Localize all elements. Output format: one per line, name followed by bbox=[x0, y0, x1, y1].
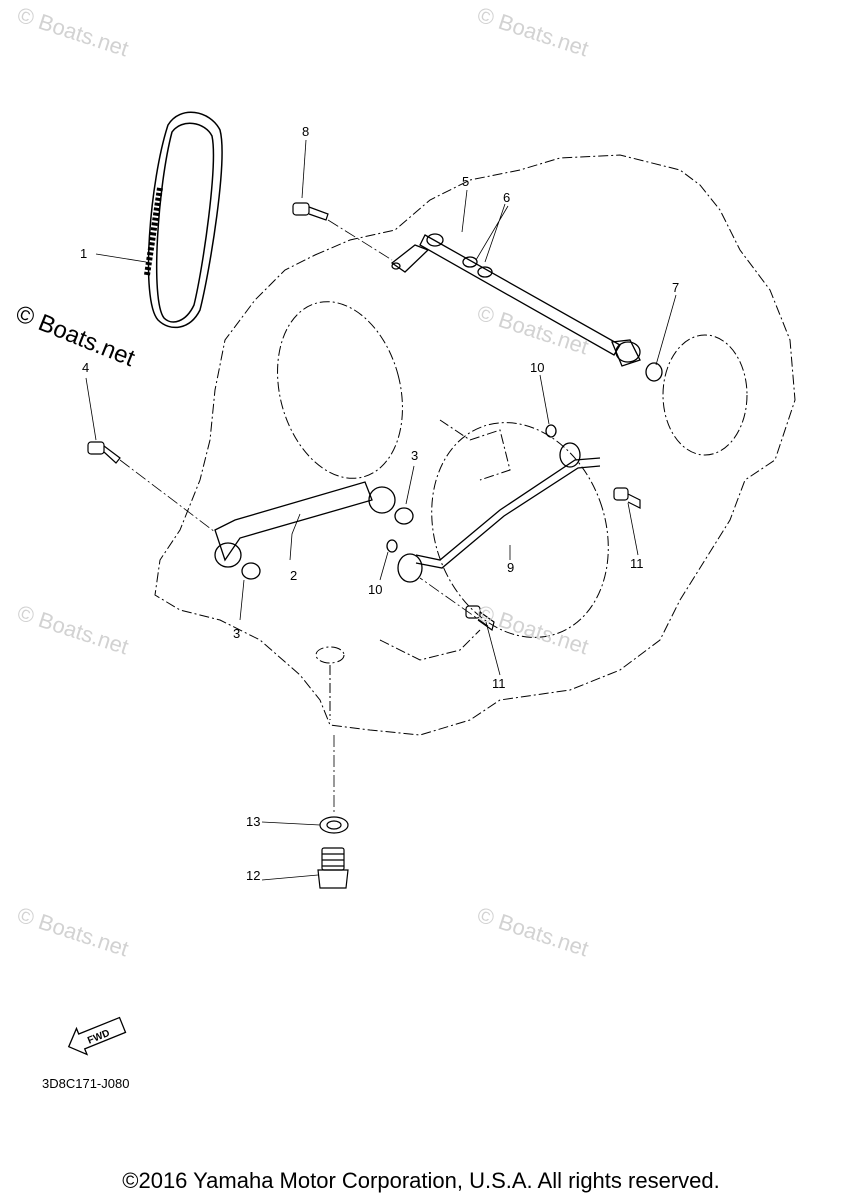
callout-2: 2 bbox=[290, 568, 297, 583]
leader-lines bbox=[85, 139, 677, 881]
callout-1: 1 bbox=[80, 246, 87, 261]
crankcase-outline bbox=[154, 154, 796, 736]
small-oil-pipe bbox=[386, 424, 601, 583]
timing-chain bbox=[144, 111, 223, 329]
callout-11a: 11 bbox=[630, 556, 644, 571]
callout-4: 4 bbox=[82, 360, 89, 375]
upper-oil-pipe bbox=[390, 233, 663, 382]
callout-3a: 3 bbox=[411, 448, 418, 463]
callout-11b: 11 bbox=[492, 676, 506, 691]
callout-8: 8 bbox=[302, 124, 309, 139]
callout-13: 13 bbox=[246, 814, 260, 829]
diagram-code: 3D8C171-J080 bbox=[42, 1076, 130, 1091]
callout-5: 5 bbox=[462, 174, 469, 189]
callout-10a: 10 bbox=[530, 360, 544, 375]
callout-12: 12 bbox=[246, 868, 260, 883]
callout-labels: 1 2 3 3 4 5 6 7 8 9 10 10 11 11 12 13 bbox=[80, 124, 679, 883]
bolts bbox=[87, 202, 641, 889]
callout-3b: 3 bbox=[233, 626, 240, 641]
callout-6: 6 bbox=[503, 190, 510, 205]
callout-10b: 10 bbox=[368, 582, 382, 597]
fwd-arrow-icon: FWD bbox=[67, 1016, 127, 1056]
copyright-notice: ©2016 Yamaha Motor Corporation, U.S.A. A… bbox=[122, 1168, 720, 1193]
callout-9: 9 bbox=[507, 560, 514, 575]
lower-oil-pipe bbox=[214, 481, 414, 580]
callout-7: 7 bbox=[672, 280, 679, 295]
